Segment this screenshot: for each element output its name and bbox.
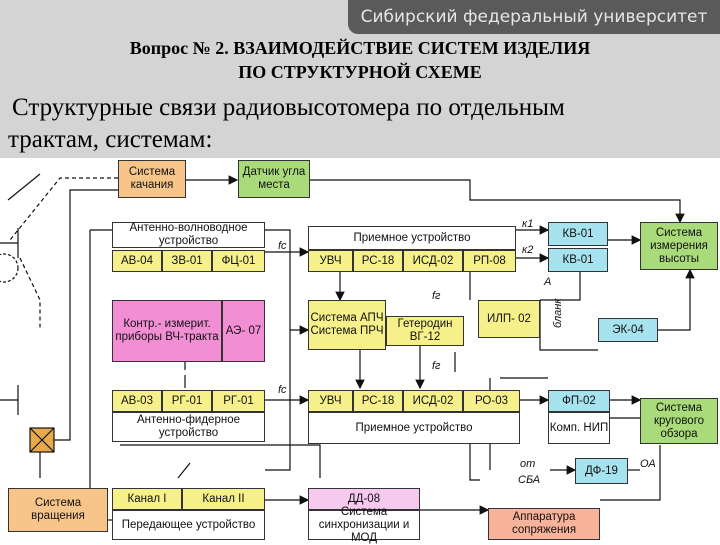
block-apparatura: Аппаратура сопряжения [488,508,600,540]
block-afu-bottom: Антенно-фидерное устройство [112,412,265,442]
subtitle-line1: Структурные связи радиовысотомера по отд… [12,94,565,121]
label-fg2: fг [432,360,441,372]
block-ilp02: ИЛП- 02 [478,300,540,338]
block-kv01-a: КВ-01 [548,222,608,246]
block-rp08: РП-08 [463,250,516,272]
block-priemnoe-bottom: Приемное устройство [308,412,520,444]
block-sys-height: Система измерения высоты [640,222,718,270]
label-fc-bot: fc [278,384,287,396]
label-fc-top: fc [278,240,287,252]
block-dd08: ДД-08 [308,488,420,510]
block-fc01: ФЦ-01 [212,250,265,272]
question-title-line2: ПО СТРУКТУРНОЙ СХЕМЕ [238,62,482,82]
block-rs18-bot: РС-18 [353,390,403,412]
block-fp02: ФП-02 [548,390,610,412]
block-ek04: ЭК-04 [598,318,658,342]
block-uvch-top: УВЧ [308,250,353,272]
block-ae07: АЭ- 07 [222,300,265,362]
block-rg01-b: РГ-01 [212,390,265,412]
block-kv01-b: КВ-01 [548,248,608,272]
block-av03: АВ-03 [112,390,162,412]
block-sys-vrash: Система вращения [8,488,108,532]
label-oa: ОА [640,458,656,470]
block-apch: Система АПЧ Система ПРЧ [308,300,386,350]
block-sys-sync: Система синхронизации и МОД [308,506,420,544]
block-kontr: Контр.- измерит. приборы ВЧ-тракта [112,300,222,362]
block-rg01-a: РГ-01 [162,390,212,412]
block-uvch-bot: УВЧ [308,390,353,412]
block-kachaniya: Система качания [118,160,186,198]
university-banner: Сибирский федеральный университет [348,0,720,34]
block-priemnoe-top: Приемное устройство [308,226,516,250]
block-datchik: Датчик угла места [238,160,310,198]
block-ro03: РО-03 [463,390,520,412]
label-k1: к1 [522,218,534,230]
label-ot: от [520,458,536,470]
block-av04: АВ-04 [112,250,162,272]
block-isd02-top: ИСД-02 [403,250,463,272]
label-A: А [544,276,552,288]
block-kanal2: Канал II [182,488,265,510]
block-sys-krug: Система кругового обзора [640,398,718,444]
label-blank: бланк [552,298,564,328]
label-k2: к2 [522,244,534,256]
block-geterodin: Гетеродин ВГ-12 [386,316,464,346]
block-komp-nip: Комп. НИП [548,412,610,444]
question-title-line1: Вопрос № 2. ВЗАИМОДЕЙСТВИЕ СИСТЕМ ИЗДЕЛИ… [129,38,591,58]
label-sba: СБА [518,474,541,486]
block-rs18-top: РС-18 [353,250,403,272]
block-kanal1: Канал I [112,488,182,510]
block-avu-top: Антенно-волноводное устройство [112,222,265,248]
block-peredayushchee: Передающее устройство [112,510,265,540]
subtitle-line2: трактам, системам: [8,126,213,153]
block-zv01: ЗВ-01 [162,250,212,272]
label-fg: fг [432,290,441,302]
block-isd02-bot: ИСД-02 [403,390,463,412]
block-df19: ДФ-19 [575,458,628,484]
